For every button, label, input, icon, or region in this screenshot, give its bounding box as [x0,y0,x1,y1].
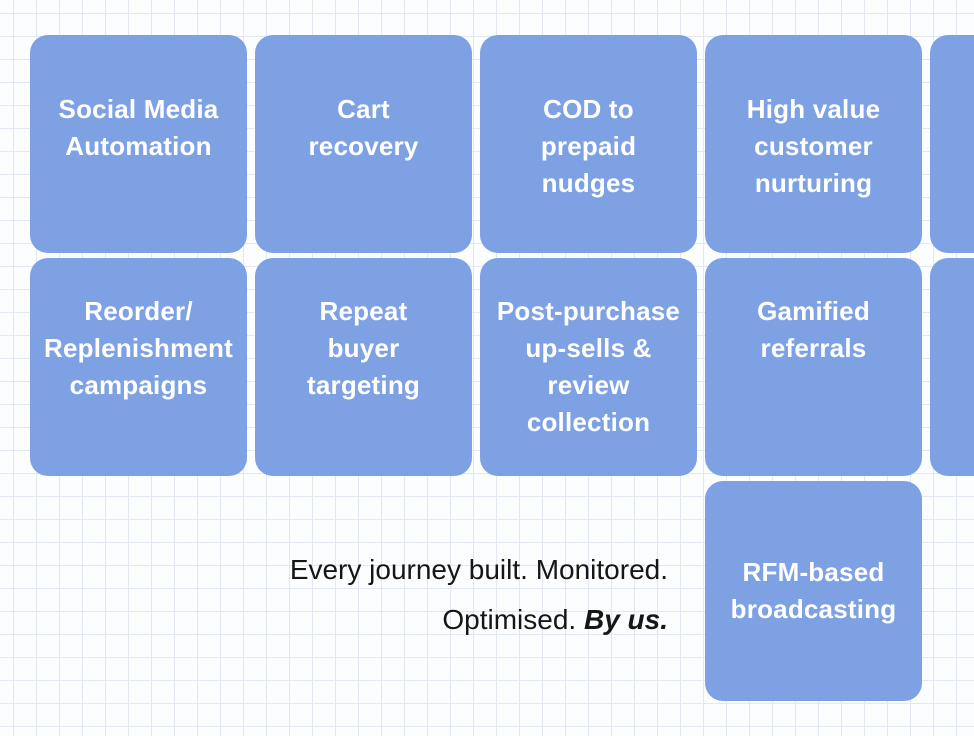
tagline: Every journey built. Monitored. Optimise… [290,545,668,645]
card-label: Reorder/ Replenishment campaigns [44,296,233,400]
card-label: RFM-based broadcasting [730,557,897,624]
tagline-line-1: Every journey built. Monitored. [289,554,668,585]
card-label: COD to prepaid nudges [540,94,637,198]
card-high-value-customer-nurturing: High value customer nurturing [705,35,922,253]
card-label: Social Media Automation [58,94,219,161]
card-label: Post-purchase up-sells & review collecti… [496,296,681,437]
card-gamified-referrals: Gamified referrals [705,258,922,476]
card-cod-to-prepaid-nudges: COD to prepaid nudges [480,35,697,253]
card-repeat-buyer-targeting: Repeat buyer targeting [255,258,472,476]
card-label: Gamified referrals [757,296,870,363]
card-social-media-automation: Social Media Automation [30,35,247,253]
journey-cards-grid: Social Media Automation Cart recovery CO… [30,35,974,701]
tagline-line-2: Optimised. By us. [442,604,668,635]
card-label: Cart recovery [308,94,419,161]
card-label: Repeat buyer targeting [306,296,421,400]
card-label: High value customer nurturing [746,94,881,198]
card-rfm-based-broadcasting: RFM-based broadcasting [705,481,922,701]
card-reorder-replenishment-campaigns: Reorder/ Replenishment campaigns [30,258,247,476]
card-partial-row1 [930,35,974,253]
tagline-emphasis: By us. [583,604,668,635]
card-cart-recovery: Cart recovery [255,35,472,253]
card-partial-row2 [930,258,974,476]
card-post-purchase-upsells-review-collection: Post-purchase up-sells & review collecti… [480,258,697,476]
